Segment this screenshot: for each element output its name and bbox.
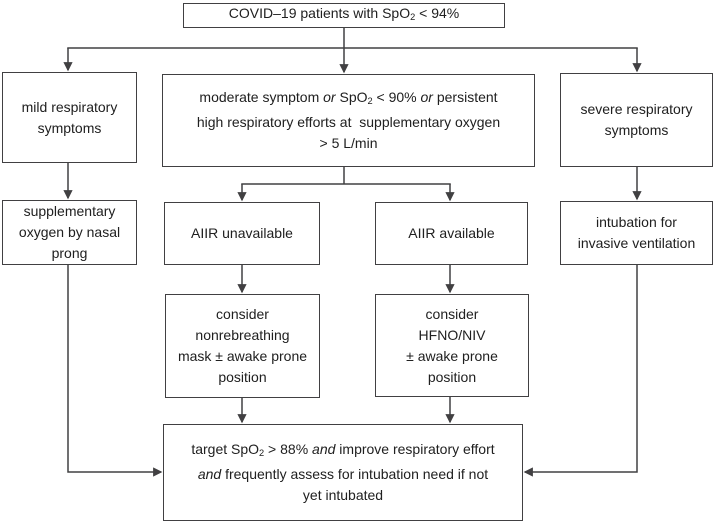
node-aiir-unavailable: AIIR unavailable (164, 202, 320, 265)
node-covid-patients-spo2: COVID–19 patients with SpO2 < 94% (183, 3, 505, 28)
node-moderate-symptom-criteria: moderate symptom or SpO2 < 90% or persis… (162, 74, 535, 167)
node-aiir-available: AIIR available (375, 202, 528, 265)
node-target-spo2-reassess: target SpO2 > 88% and improve respirator… (163, 424, 523, 521)
edge-suppl-to-target (67, 265, 163, 477)
edge-intubation-to-target (523, 265, 638, 477)
